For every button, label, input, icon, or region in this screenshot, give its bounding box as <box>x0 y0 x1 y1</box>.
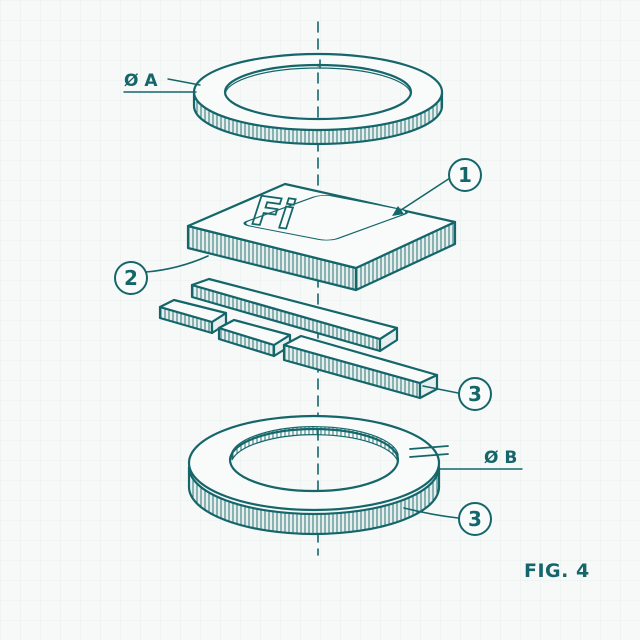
callout-3a-leader <box>422 385 459 394</box>
strip-long <box>190 277 399 353</box>
top-ring <box>192 52 444 146</box>
logo-tile-outline <box>243 195 409 241</box>
strip-middle <box>217 318 292 358</box>
top-ring-inner-wall <box>224 67 412 96</box>
strip-front <box>282 334 439 400</box>
top-ring-side-hatch <box>194 92 442 144</box>
callout-1: 1 <box>392 158 482 216</box>
dimension-b-label: Ø B <box>484 448 517 468</box>
strip-small-left-hatch <box>160 307 212 333</box>
callout-1-arrow <box>392 206 404 216</box>
strip-long-top <box>190 277 399 341</box>
callout-1-number: 1 <box>458 163 472 187</box>
strip-small-left <box>158 298 228 335</box>
callout-3a-circle <box>458 377 492 411</box>
callout-1-circle <box>448 158 482 192</box>
callout-3a-number: 3 <box>468 382 482 406</box>
callout-3b-circle <box>458 502 492 536</box>
dimension-a-label: Ø A <box>124 71 158 91</box>
chip-front-hatch <box>188 226 356 290</box>
callout-3b-number: 3 <box>468 507 482 531</box>
callout-2-leader <box>145 255 209 273</box>
bottom-ring <box>187 414 449 536</box>
chip-right-hatch <box>356 222 455 290</box>
logo-tile <box>243 195 409 241</box>
dimension-a-tick <box>167 78 201 86</box>
dimension-a: Ø A <box>123 71 201 93</box>
figure-label: FIG. 4 <box>524 560 590 582</box>
ring-split-line-lower <box>409 453 449 458</box>
callout-1-leader <box>397 177 451 213</box>
ring-split-line-upper <box>409 445 449 450</box>
callout-2-number: 2 <box>124 266 138 290</box>
bottom-ring-side-hatch <box>189 467 439 534</box>
strip-middle-hatch <box>219 328 274 356</box>
strip-front-top <box>282 334 439 385</box>
callout-2-circle <box>114 261 148 295</box>
strip-front-hatch <box>284 345 420 398</box>
dimension-b: Ø B <box>439 448 523 470</box>
callout-3b-leader <box>403 507 459 519</box>
strip-group <box>158 277 439 400</box>
callout-3-ring: 3 <box>403 502 492 536</box>
strip-small-left-top <box>158 298 228 324</box>
strip-long-hatch <box>192 285 380 351</box>
chip-module: Fi <box>186 182 457 292</box>
bottom-ring-inner-wall <box>231 426 399 463</box>
callout-3-strips: 3 <box>422 377 492 411</box>
strip-middle-top <box>217 318 292 347</box>
callout-2: 2 <box>114 255 209 295</box>
